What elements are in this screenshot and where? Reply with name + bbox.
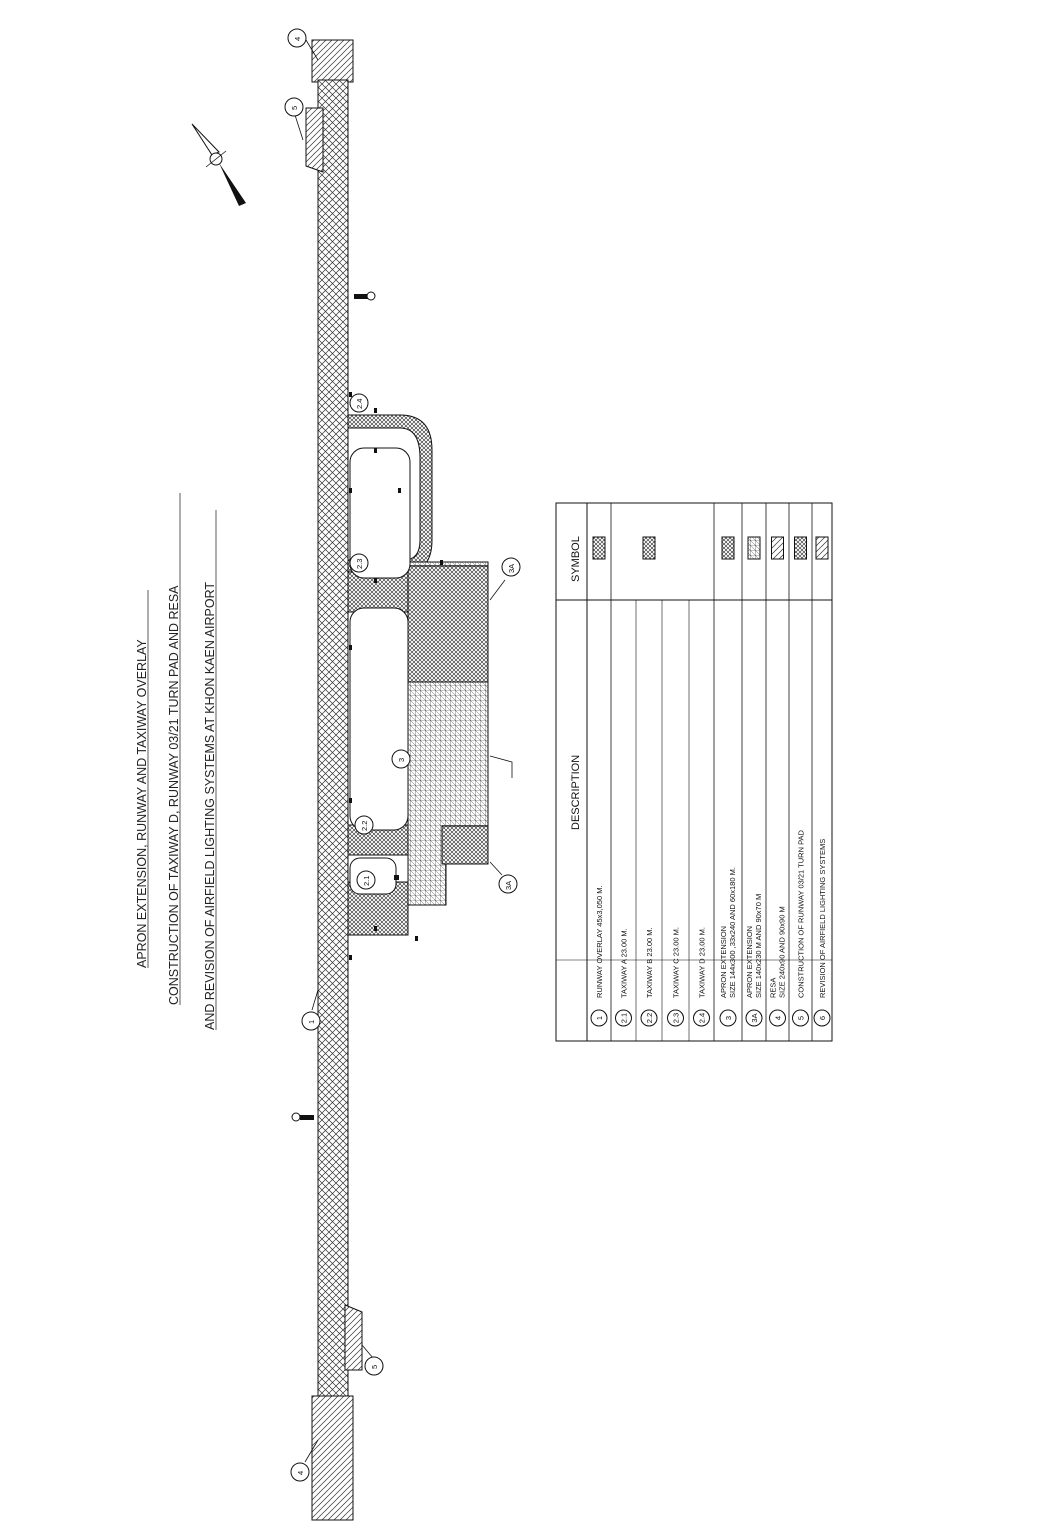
callout-taxiway-a: 2.1 <box>356 870 376 890</box>
legend-row-description: TAXIWAY D 23.00 M. <box>698 927 707 998</box>
legend-row-number: 1 <box>595 1016 604 1020</box>
legend-row-description: SIZE 144x300 ,33x240 AND 60x180 M. <box>728 867 737 998</box>
callout-runway: 1 <box>301 989 321 1031</box>
svg-text:4: 4 <box>293 37 302 41</box>
legend-row-number: 2.2 <box>645 1013 654 1023</box>
svg-text:5: 5 <box>370 1365 379 1369</box>
svg-text:5: 5 <box>290 106 299 110</box>
legend-row-description: TAXIWAY B 23.00 M. <box>645 927 654 998</box>
title-line-1: APRON EXTENSION, RUNWAY AND TAXIWAY OVER… <box>135 639 149 968</box>
legend-row-description: RUNWAY OVERLAY 45x3,050 M. <box>595 885 604 998</box>
legend-row-symbol <box>815 536 829 560</box>
callout-resa-bottom: 4 <box>290 1439 319 1482</box>
legend-row-number: 6 <box>818 1016 827 1020</box>
svg-text:2.2: 2.2 <box>360 821 369 831</box>
legend-row-number-circle <box>640 1009 658 1027</box>
legend-row-description: TAXIWAY A 23.00 M. <box>620 928 629 998</box>
legend-row-description: RESA <box>769 978 778 998</box>
callout-apron-ext-bottom: 3A <box>489 861 518 894</box>
callout-apron: 3 <box>391 749 513 778</box>
title-line-2: CONSTRUCTION OF TAXIWAY D, RUNWAY 03/21 … <box>167 585 181 1005</box>
legend-row-symbol <box>794 536 807 560</box>
legend-row-symbol <box>642 536 656 560</box>
legend-row-number-circle <box>745 1009 763 1027</box>
resa-bottom <box>311 1395 354 1521</box>
legend-row-number: 3A <box>750 1013 759 1022</box>
callout-turnpad-bottom: 5 <box>361 1344 384 1376</box>
infield-1 <box>349 447 411 579</box>
legend-header-symbol: SYMBOL <box>570 536 582 582</box>
turn-pad-top <box>305 107 324 173</box>
svg-text:2.1: 2.1 <box>362 876 371 886</box>
callout-apron-ext-top: 3A <box>489 557 521 601</box>
legend-row-number-circle <box>813 1009 831 1027</box>
legend-row-description: SIZE 240x90 AND 90x90 M <box>778 906 787 998</box>
title-line-3: AND REVISION OF AIRFIELD LIGHTING SYSTEM… <box>203 582 217 1030</box>
callout-turnpad-top: 5 <box>284 97 304 141</box>
legend-row-number-circle <box>667 1009 684 1027</box>
beacon-icon <box>354 291 376 301</box>
legend-row-number: 4 <box>774 1016 783 1020</box>
legend-row-number: 2.3 <box>672 1013 681 1023</box>
legend-row-number: 5 <box>797 1016 806 1020</box>
legend-row-number-circle <box>792 1009 809 1027</box>
callout-resa-top: 4 <box>287 28 319 61</box>
legend-row-number-circle <box>769 1009 786 1027</box>
legend-row-description: SIZE 140x230 M AND 90x70 M <box>754 894 763 998</box>
apron-extension-3a-top <box>407 565 489 683</box>
callout-taxiway-c: 2.3 <box>349 553 369 573</box>
svg-text:3A: 3A <box>507 564 516 573</box>
turn-pad-bottom <box>344 1304 363 1371</box>
runway <box>317 79 349 1397</box>
north-arrow-icon <box>191 123 246 206</box>
legend-row-number: 2.4 <box>698 1013 707 1023</box>
legend-row-symbol <box>721 536 735 560</box>
drawing-title: APRON EXTENSION, RUNWAY AND TAXIWAY OVER… <box>135 493 217 1030</box>
callout-taxiway-b: 2.2 <box>354 815 374 835</box>
legend-row-number-circle <box>590 1009 608 1027</box>
legend-rows: 1 RUNWAY OVERLAY 45x3,050 M. 2.1 TAXIWAY A … <box>590 503 833 1041</box>
svg-text:2.3: 2.3 <box>355 559 364 569</box>
legend-row-number-circle <box>719 1009 737 1027</box>
runway-markers <box>349 392 443 960</box>
svg-text:3A: 3A <box>504 881 513 890</box>
legend-row-number-circle <box>693 1009 710 1027</box>
legend-row-description: APRON EXTENSION <box>719 926 728 998</box>
svg-text:1: 1 <box>307 1020 316 1024</box>
legend-row-number-circle <box>615 1009 632 1027</box>
legend-row-symbol <box>592 536 606 560</box>
infield-2 <box>349 607 409 831</box>
legend-row-number: 2.1 <box>620 1013 629 1023</box>
legend-row-description: TAXIWAY C 23.00 M. <box>672 927 681 998</box>
apron-extension-3a-bottom <box>441 825 489 865</box>
legend-table: DESCRIPTION SYMBOL 1 RUNWAY OVERLAY 45x3,… <box>555 502 833 1042</box>
resa-top <box>311 39 354 83</box>
legend-header-description: DESCRIPTION <box>570 755 582 830</box>
beacon-icon-2 <box>291 1112 314 1122</box>
legend-row-number: 3 <box>724 1016 733 1020</box>
svg-text:3: 3 <box>397 758 406 762</box>
svg-text:2.4: 2.4 <box>355 399 364 409</box>
legend-row-symbol <box>747 536 761 560</box>
legend-row-description: CONSTRUCTION OF RUNWAY 03/21 TURN PAD <box>797 829 806 998</box>
legend-row-description: REVISION OF AIRFIELD LIGHTING SYSTEMS <box>818 839 827 998</box>
svg-text:4: 4 <box>296 1471 305 1475</box>
callout-taxiway-d: 2.4 <box>349 393 369 413</box>
legend-row-symbol <box>771 536 784 560</box>
legend-row-description: APRON EXTENSION <box>745 926 754 998</box>
